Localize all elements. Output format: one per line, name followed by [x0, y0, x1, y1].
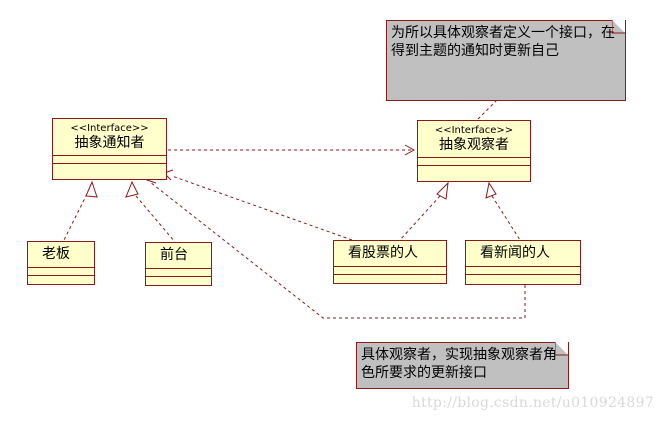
class-reception[interactable]: 前台: [145, 242, 212, 286]
note-abstract-observer[interactable]: 为所以具体观察者定义一个接口，在得到主题的通知时更新自己: [386, 20, 626, 101]
interface-observer[interactable]: <<Interface>> 抽象观察者: [417, 120, 531, 182]
class-reception-name: 前台: [160, 247, 188, 263]
class-news-observer-operations: [466, 274, 580, 282]
class-boss-name: 老板: [42, 246, 70, 262]
note-fold-icon: [555, 342, 568, 356]
class-news-observer-attributes: [466, 266, 580, 274]
realization-triangle-reception: [125, 180, 139, 198]
interface-observer-attributes: [418, 157, 530, 165]
class-boss[interactable]: 老板: [27, 241, 95, 285]
realization-line-reception: [135, 195, 176, 243]
interface-observer-name: 抽象观察者: [439, 137, 509, 153]
class-reception-attributes: [146, 268, 211, 276]
interface-subject-operations: [53, 163, 166, 171]
interface-subject[interactable]: <<Interface>> 抽象通知者: [52, 118, 167, 180]
note-concrete-observer[interactable]: 具体观察者，实现抽象观察者角色所要求的更新接口: [356, 342, 569, 389]
class-stock-observer-operations: [334, 274, 446, 282]
association-line-stock: [171, 175, 353, 241]
association-line-news: [149, 181, 526, 319]
realization-triangle-news: [485, 181, 497, 199]
class-stock-observer[interactable]: 看股票的人: [333, 240, 447, 284]
dependency-arrowhead: [404, 144, 416, 156]
class-boss-attributes: [28, 267, 94, 275]
realization-triangle-boss: [85, 180, 98, 198]
interface-subject-stereotype: <<Interface>>: [70, 123, 149, 134]
realization-triangle-stock: [436, 181, 449, 200]
class-news-observer-name: 看新闻的人: [480, 245, 550, 261]
note-concrete-observer-text: 具体观察者，实现抽象观察者角色所要求的更新接口: [361, 347, 557, 381]
interface-observer-stereotype: <<Interface>>: [434, 125, 514, 136]
realization-line-news: [491, 195, 521, 241]
note-abstract-observer-text: 为所以具体观察者定义一个接口，在得到主题的通知时更新自己: [391, 25, 615, 59]
class-reception-operations: [146, 276, 211, 284]
watermark: http://blog.csdn.net/u010924897: [411, 395, 654, 411]
interface-subject-name: 抽象通知者: [74, 135, 145, 151]
class-boss-operations: [28, 275, 94, 283]
class-stock-observer-name: 看股票的人: [348, 245, 418, 261]
class-stock-observer-attributes: [334, 266, 446, 274]
realization-line-stock: [399, 195, 441, 241]
class-news-observer[interactable]: 看新闻的人: [465, 240, 581, 285]
interface-subject-attributes: [53, 155, 166, 163]
realization-line-boss: [63, 193, 88, 241]
note-anchor-observer: [477, 99, 498, 120]
note-fold-icon: [612, 20, 625, 34]
interface-observer-operations: [418, 165, 530, 173]
